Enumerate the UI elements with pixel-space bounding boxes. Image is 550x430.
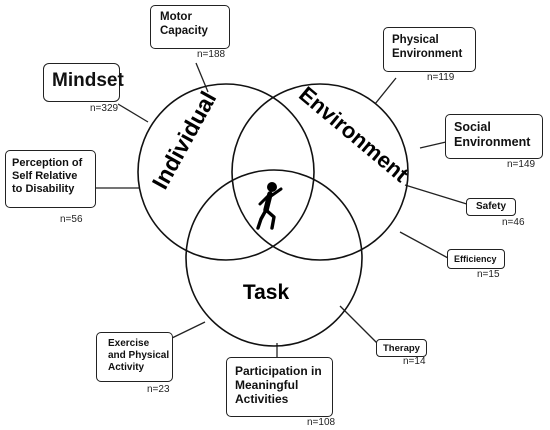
perception-line-3: to Disability bbox=[12, 182, 75, 195]
exercise-box: Exercise and Physical Activity bbox=[96, 332, 173, 382]
task-circle bbox=[185, 169, 363, 347]
connector-therapy bbox=[339, 305, 379, 345]
environment-label: Environment bbox=[294, 81, 414, 187]
physical-environment-line-2: Environment bbox=[392, 47, 463, 60]
efficiency-count: n=15 bbox=[477, 269, 500, 280]
participation-line-1: Participation in bbox=[235, 364, 322, 378]
therapy-count: n=14 bbox=[403, 356, 426, 367]
efficiency-box: Efficiency bbox=[447, 249, 505, 269]
mindset-count: n=329 bbox=[90, 103, 119, 114]
connector-physical-environment bbox=[374, 77, 397, 105]
physical-environment-line-1: Physical bbox=[392, 34, 439, 46]
safety-box: Safety bbox=[466, 198, 516, 216]
connector-lines bbox=[96, 62, 471, 357]
exercise-line-2: and Physical bbox=[108, 349, 170, 361]
exercise-line-3: Activity bbox=[108, 361, 145, 373]
participation-count: n=108 bbox=[307, 417, 336, 428]
connector-social-environment bbox=[419, 141, 447, 149]
safety-line-1: Safety bbox=[476, 201, 507, 212]
environment-circle bbox=[231, 83, 409, 261]
connector-exercise bbox=[171, 321, 206, 339]
perception-line-1: Perception of bbox=[12, 157, 83, 169]
participation-line-3: Activities bbox=[235, 392, 289, 407]
individual-label: Individual bbox=[147, 87, 222, 193]
social-environment-box: Social Environment bbox=[445, 114, 543, 159]
social-environment-count: n=149 bbox=[507, 159, 536, 170]
perception-box: Perception of Self Relative to Disabilit… bbox=[5, 150, 96, 208]
participation-box: Participation in Meaningful Activities bbox=[226, 357, 333, 417]
connector-mindset bbox=[117, 103, 149, 123]
social-environment-line-1: Social bbox=[454, 120, 491, 134]
connector-safety bbox=[404, 184, 471, 206]
physical-environment-box: Physical Environment bbox=[383, 27, 476, 72]
motor-capacity-box: Motor Capacity bbox=[150, 5, 230, 49]
task-label: Task bbox=[243, 281, 290, 304]
therapy-line-1: Therapy bbox=[383, 343, 420, 354]
efficiency-line-1: Efficiency bbox=[454, 254, 497, 264]
exercise-line-1: Exercise bbox=[108, 338, 150, 349]
individual-circle bbox=[137, 83, 315, 261]
motor-capacity-line-2: Capacity bbox=[160, 24, 208, 37]
mindset-box: Mindset bbox=[43, 63, 124, 102]
connector-efficiency bbox=[399, 231, 449, 259]
participation-line-2: Meaningful bbox=[235, 378, 299, 393]
perception-count: n=56 bbox=[60, 214, 83, 225]
mindset-line-1: Mindset bbox=[52, 70, 124, 91]
person-walking-icon bbox=[256, 182, 283, 230]
social-environment-line-2: Environment bbox=[454, 134, 531, 149]
physical-environment-count: n=119 bbox=[427, 72, 455, 83]
motor-capacity-line-1: Motor bbox=[160, 11, 192, 23]
perception-line-2: Self Relative bbox=[12, 169, 78, 182]
therapy-box: Therapy bbox=[376, 339, 427, 357]
motor-capacity-count: n=188 bbox=[197, 49, 226, 60]
connector-motor-capacity bbox=[195, 62, 209, 93]
safety-count: n=46 bbox=[502, 217, 525, 228]
exercise-count: n=23 bbox=[147, 384, 170, 395]
